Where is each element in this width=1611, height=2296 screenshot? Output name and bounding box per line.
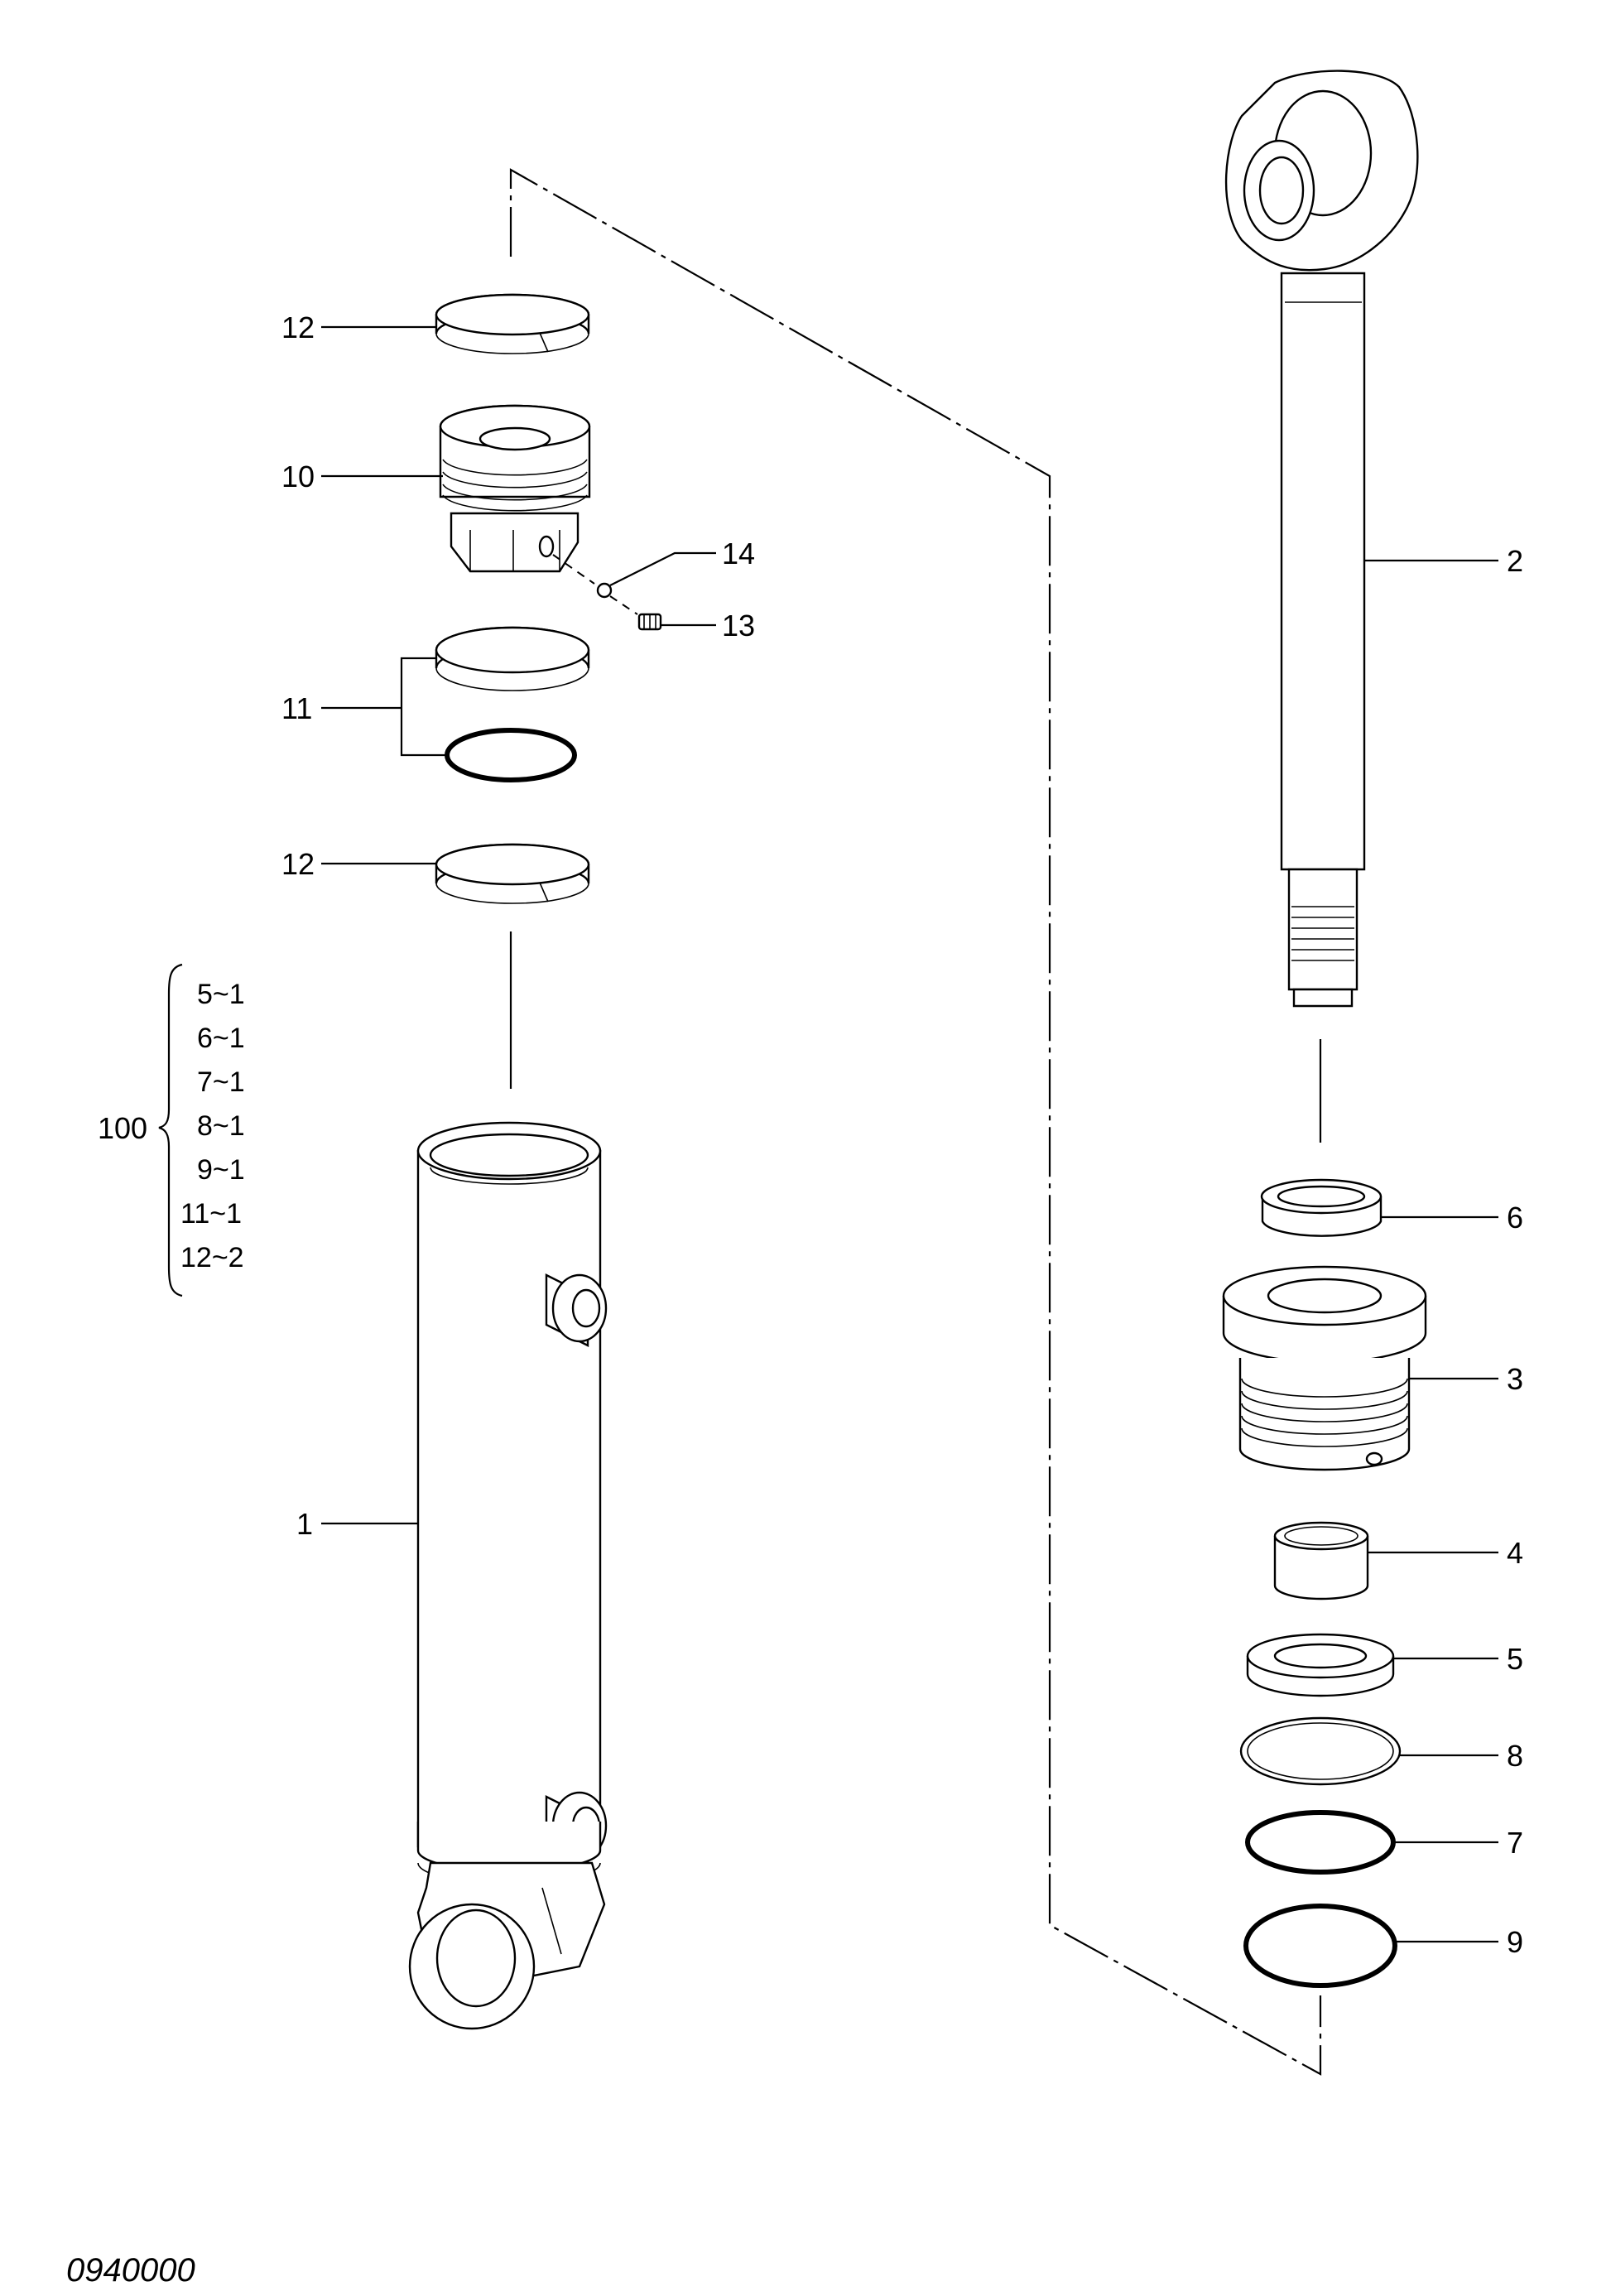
part-14-ball <box>552 554 613 599</box>
callout-9: 9 <box>1507 1925 1523 1959</box>
callout-12-lower: 12 <box>281 847 315 881</box>
seal-kit-item: 6~1 <box>197 1023 245 1054</box>
seal-kit-group: 100 5~1 6~1 7~1 8~1 9~1 11~1 12~2 <box>98 963 245 1297</box>
assembly-chain-lines <box>509 168 1322 2076</box>
callout-2: 2 <box>1507 544 1523 578</box>
callout-5: 5 <box>1507 1642 1523 1676</box>
part-11-seal-set <box>435 626 590 782</box>
part-12-backup-ring-lower <box>435 843 590 904</box>
part-5-seal <box>1246 1633 1395 1697</box>
part-6-seal-ring <box>1260 1178 1383 1237</box>
seal-kit-item: 5~1 <box>197 979 245 1010</box>
part-2-piston-rod <box>1224 70 1419 1008</box>
part-12-backup-ring-upper <box>435 293 590 354</box>
part-3-piston <box>1222 1265 1427 1471</box>
callout-10: 10 <box>281 460 315 493</box>
callout-8: 8 <box>1507 1739 1523 1773</box>
drawing-number: 0940000 <box>66 2252 195 2289</box>
callout-1: 1 <box>296 1507 313 1541</box>
part-9-o-ring <box>1243 1904 1397 1988</box>
part-10-cylinder-head <box>439 404 591 573</box>
seal-kit-item: 9~1 <box>197 1154 245 1186</box>
seal-kit-item: 8~1 <box>197 1110 245 1142</box>
callout-11: 11 <box>281 691 312 725</box>
callout-labels: 12 10 14 13 11 12 1 2 6 3 4 5 8 7 9 <box>281 310 1523 1959</box>
callout-7: 7 <box>1507 1826 1523 1860</box>
part-1-cylinder-tube <box>408 1121 608 2030</box>
seal-kit-item: 12~2 <box>180 1242 244 1273</box>
seal-kit-item: 11~1 <box>180 1198 242 1230</box>
callout-13: 13 <box>722 609 755 643</box>
seal-kit-brace <box>158 963 183 1297</box>
callout-12-upper: 12 <box>281 310 315 344</box>
part-8-backup-ring <box>1239 1716 1402 1786</box>
callout-3: 3 <box>1507 1362 1523 1396</box>
part-4-bushing <box>1273 1521 1369 1600</box>
callout-14: 14 <box>722 537 755 570</box>
callout-4: 4 <box>1507 1536 1523 1570</box>
callout-6: 6 <box>1507 1201 1523 1235</box>
seal-kit-item: 7~1 <box>197 1066 245 1098</box>
part-7-o-ring <box>1245 1810 1396 1875</box>
part-13-set-screw <box>609 595 662 631</box>
leader-lines <box>321 325 1498 1943</box>
seal-kit-number: 100 <box>98 1111 147 1145</box>
